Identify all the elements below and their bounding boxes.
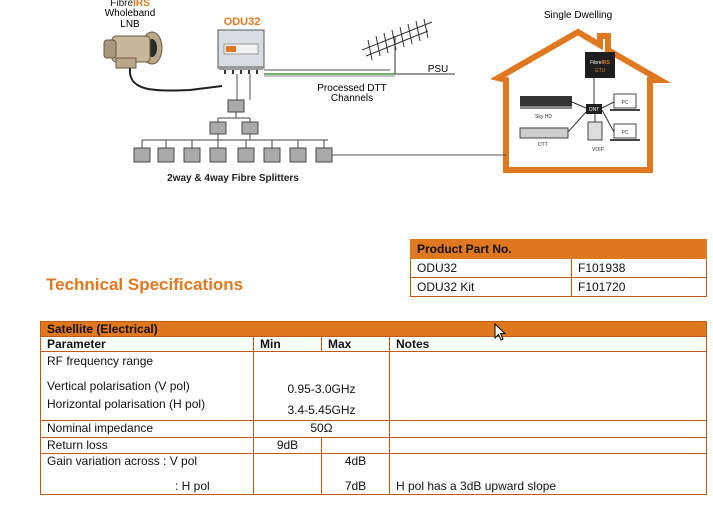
impedance-value: 50Ω <box>253 420 390 438</box>
dtt-box-label: DTT <box>538 142 548 148</box>
return-loss-label: Return loss <box>40 437 254 454</box>
section-header: Satellite (Electrical) <box>40 321 707 337</box>
gain-h-max: 7dB <box>344 479 367 493</box>
dtt-box-icon <box>519 127 569 139</box>
svg-text:PC: PC <box>622 130 629 136</box>
min-column-header: Min <box>253 336 322 352</box>
product-table-header: Product Part No. <box>410 239 707 259</box>
gain-v-label: Gain variation across : V pol <box>47 454 198 468</box>
odu-title: ODU32 <box>224 16 261 28</box>
max-column-header: Max <box>321 336 390 352</box>
hpol-label: Horizontal polarisation (H pol) <box>47 397 206 411</box>
svg-text:PC: PC <box>622 100 629 106</box>
vpol-label: Vertical polarisation (V pol) <box>47 379 190 393</box>
antenna-icon <box>361 18 433 74</box>
pc-laptop-icon-2: PC <box>610 123 640 141</box>
system-diagram: FibreIRS Wholeband LNB ODU32 Processed D… <box>103 0 672 184</box>
gain-h-label: : H pol <box>175 479 210 493</box>
splitter-row <box>133 140 498 163</box>
rf-range-label: RF frequency range <box>47 354 154 368</box>
splitter-4way-top <box>142 99 328 141</box>
gtu-unit-icon: FibreIRS GTU <box>585 52 615 78</box>
psu-label: PSU <box>428 64 449 75</box>
table-row: ODU32 F101938 <box>410 258 707 278</box>
product-name-cell: ODU32 <box>410 258 572 278</box>
odu32-unit-icon <box>217 29 265 74</box>
lnb-label-line3: LNB <box>120 19 140 30</box>
table-row: RF frequency range Vertical polarisation… <box>40 351 707 421</box>
table-row: Gain variation across : V pol : H pol 4d… <box>40 453 707 495</box>
dtt-label-line2: Channels <box>331 93 373 104</box>
gain-h-note: H pol has a 3dB upward slope <box>396 479 557 493</box>
product-part-table: Product Part No. ODU32 F101938 ODU32 Kit… <box>410 239 707 297</box>
hpol-value: 3.4-5.45GHz <box>287 403 356 417</box>
sky-hd-box-icon <box>520 96 572 109</box>
voip-label: VOIP <box>592 147 605 153</box>
param-column-header: Parameter <box>40 336 254 352</box>
gain-v-max: 4dB <box>344 454 367 468</box>
sky-hd-label: Sky HD <box>535 114 552 120</box>
ont-icon: ONT <box>586 104 602 114</box>
product-part-cell: F101720 <box>571 277 707 297</box>
dwelling-title: Single Dwelling <box>544 10 612 21</box>
lnb-icon <box>103 31 163 69</box>
return-loss-min: 9dB <box>253 437 322 454</box>
column-header-row: Parameter Min Max Notes <box>40 336 707 352</box>
svg-text:ONT: ONT <box>589 107 600 113</box>
product-name-cell: ODU32 Kit <box>410 277 572 297</box>
table-row: ODU32 Kit F101720 <box>410 277 707 297</box>
table-row: Return loss 9dB <box>40 437 707 454</box>
vpol-value: 0.95-3.0GHz <box>287 382 356 396</box>
impedance-label: Nominal impedance <box>40 420 254 438</box>
dtt-label-line1: Processed DTT <box>317 83 386 94</box>
product-part-cell: F101938 <box>571 258 707 278</box>
table-row: Nominal impedance 50Ω <box>40 420 707 438</box>
voip-phone-icon <box>587 121 603 141</box>
gtu-label-top: FibreIRS <box>590 60 610 66</box>
gtu-label-bottom: GTU <box>595 68 606 74</box>
splitters-caption: 2way & 4way Fibre Splitters <box>167 173 299 184</box>
technical-specifications-heading: Technical Specifications <box>46 275 244 294</box>
lnb-label-line2: Wholeband <box>105 8 156 19</box>
lnb-label-line1: FibreIRS <box>110 0 150 9</box>
pc-laptop-icon-1: PC <box>610 93 640 111</box>
notes-column-header: Notes <box>389 336 707 352</box>
mouse-cursor-icon <box>494 323 507 341</box>
satellite-spec-table: Satellite (Electrical) Parameter Min Max… <box>40 321 707 495</box>
